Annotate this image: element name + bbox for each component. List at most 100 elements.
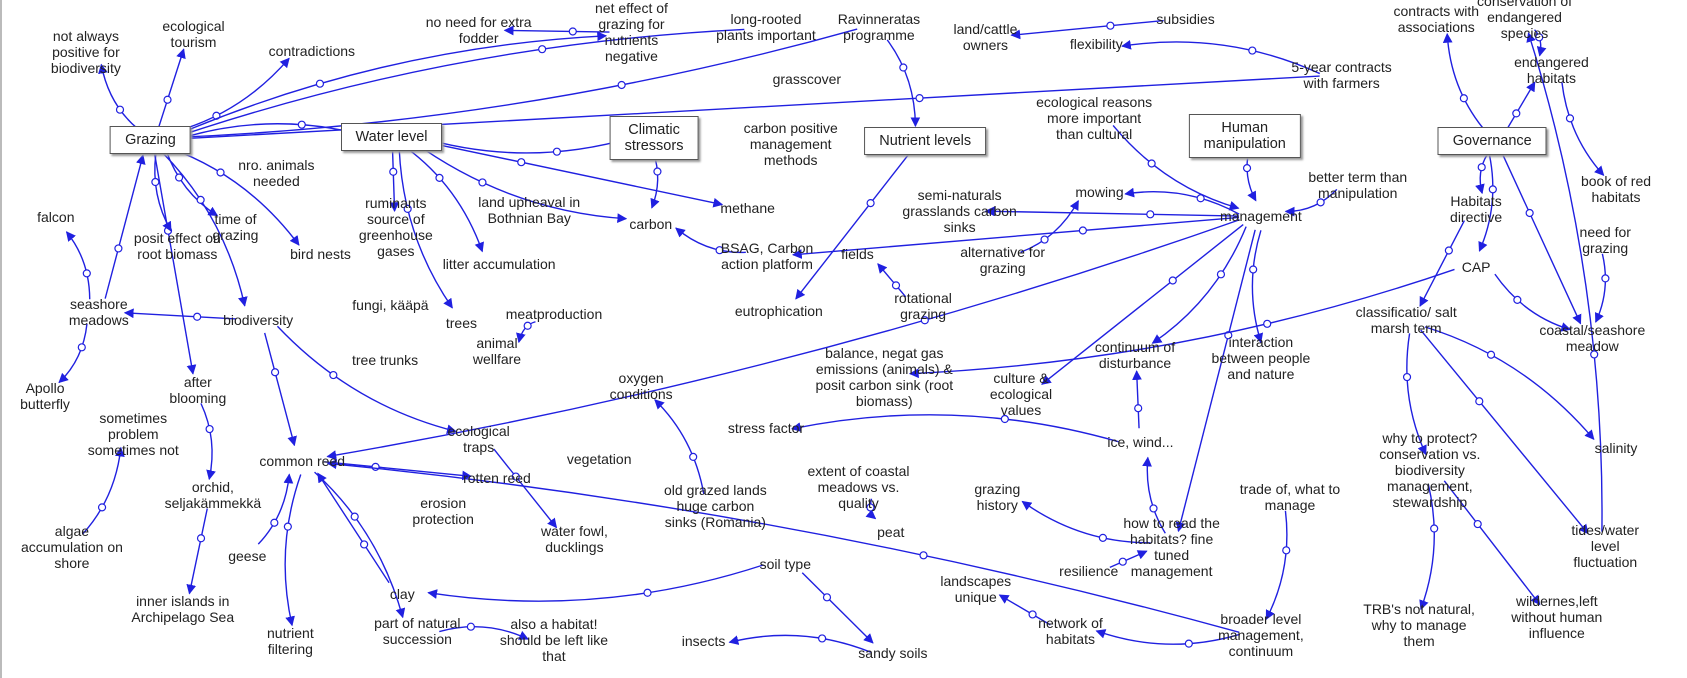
edge-soiltype-to-clay[interactable] [427,564,764,602]
edge-management-to-culture[interactable] [1041,224,1244,385]
node-tides[interactable]: tides/water level fluctuation [1571,521,1640,570]
node-biodiversity[interactable]: biodiversity [223,311,294,328]
edge-handle-icon[interactable] [371,462,380,471]
edge-handle-icon[interactable] [163,95,172,104]
node-fiveyear[interactable]: 5-year contracts with farmers [1291,59,1392,92]
node-welfare[interactable]: animal wellfare [472,334,522,367]
edge-handle-icon[interactable] [1040,235,1049,244]
edge-howto-to-ice[interactable] [1142,456,1166,534]
node-fungi[interactable]: fungi, kääpä [352,296,429,313]
edge-nutrient-to-eutrophication[interactable] [795,151,912,300]
edge-ecoreasons-to-management[interactable] [1112,125,1240,211]
edge-handle-icon[interactable] [329,370,338,380]
edge-ravinneratas-to-nutrient[interactable] [886,39,921,128]
edge-network-to-landscapes[interactable] [998,594,1051,626]
node-ecoreasons[interactable]: ecological reasons more important than c… [1036,94,1153,143]
edge-handle-icon[interactable] [1477,163,1486,172]
edge-handle-icon[interactable] [1565,114,1575,123]
edge-handle-icon[interactable] [478,178,487,187]
edge-handle-icon[interactable] [552,147,562,156]
node-ice[interactable]: ice, wind... [1107,434,1174,451]
edge-whyprotect-to-trb[interactable] [1419,484,1435,611]
edge-handle-icon[interactable] [196,195,205,205]
node-betterterm[interactable]: better term than manipulation [1308,169,1408,202]
node-bsag[interactable]: BSAG, Carbon action platform [720,240,814,273]
node-oldgrazed[interactable]: old grazed lands huge carbon sinks (Roma… [664,481,767,530]
node-ruminants[interactable]: ruminants source of greenhouse gases [358,195,433,260]
edge-waterlevel-to-carbon[interactable] [411,140,628,224]
node-extent[interactable]: extent of coastal meadows vs. quality [807,463,910,512]
edge-handle-icon[interactable] [866,503,875,512]
edge-handle-icon[interactable] [175,173,184,182]
node-methane[interactable]: methane [720,199,775,216]
edge-classif-to-tides[interactable] [1420,329,1589,535]
edge-afterblooming-to-orchid[interactable] [200,403,216,481]
edge-cap-to-balance[interactable] [908,268,1455,379]
edge-needgrazing-to-coastal[interactable] [1594,253,1607,323]
edge-whyprotect-to-wilderness[interactable] [1443,480,1541,606]
node-sandy[interactable]: sandy soils [858,645,928,662]
edge-handle-icon[interactable] [899,63,908,72]
edge-handle-icon[interactable] [1488,185,1497,194]
edge-handle-icon[interactable] [1444,246,1453,255]
edge-biodiversity-to-commonreed[interactable] [263,332,297,447]
edge-handle-icon[interactable] [435,173,444,182]
edge-management-to-howto[interactable] [1175,229,1256,533]
edge-handle-icon[interactable] [403,204,412,213]
node-meat[interactable]: meatproduction [505,306,603,323]
edge-handle-icon[interactable] [1430,524,1439,533]
edge-fiveyear-to-flexibility[interactable] [1121,39,1321,75]
edge-handle-icon[interactable] [1149,504,1158,513]
edge-governance-to-coastal[interactable] [1501,153,1582,325]
edge-tradeoff-to-broader[interactable] [1265,510,1288,621]
edge-handle-icon[interactable] [1590,350,1599,359]
node-trees[interactable]: trees [445,314,477,331]
edge-handle-icon[interactable] [1601,274,1610,283]
edge-biodiversity-to-ecotraps[interactable] [276,325,457,434]
node-neteffect[interactable]: net effect of grazing for nutrients nega… [595,0,668,65]
edge-handle-icon[interactable] [1078,226,1087,235]
edge-oldgrazed-to-oxygen[interactable] [654,399,705,494]
node-seashore[interactable]: seashore meadows [68,296,129,329]
node-commonreed[interactable]: common reed [259,452,345,469]
node-network[interactable]: network of habitats [1038,614,1103,647]
edge-governance-to-contracts[interactable] [1442,32,1484,129]
edge-handle-icon[interactable] [360,540,369,549]
edge-handle-icon[interactable] [1147,159,1156,168]
node-endangered[interactable]: endangered habitats [1514,53,1589,86]
node-rotten[interactable]: rotten reed [463,469,531,486]
edge-cap-to-coastal[interactable] [1494,273,1572,332]
node-oxygen[interactable]: oxygen conditions [609,370,673,403]
node-inner[interactable]: inner islands in Archipelago Sea [131,593,235,626]
node-longrooted[interactable]: long-rooted plants important [716,10,816,43]
node-notalways[interactable]: not always positive for biodiversity [50,27,121,76]
edge-grazing-to-biodiversity[interactable] [161,151,248,307]
node-altgrazing[interactable]: alternative for grazing [960,244,1046,277]
edge-handle-icon[interactable] [1513,295,1522,304]
edge-ravinneratas-to-grazing[interactable] [175,28,858,142]
edge-handle-icon[interactable] [115,105,125,114]
edge-handle-icon[interactable] [1000,414,1009,424]
edge-handle-icon[interactable] [1216,270,1226,279]
edge-algae-to-sometimes[interactable] [81,446,125,535]
node-treetrunks[interactable]: tree trunks [351,352,419,369]
edge-handle-icon[interactable] [1473,519,1482,529]
edge-broader-to-commonreed[interactable] [326,459,1240,634]
node-grasscover[interactable]: grasscover [772,70,842,87]
node-interaction[interactable]: interaction between people and nature [1211,334,1311,383]
edge-orchid-to-inner[interactable] [186,508,208,595]
node-soiltype[interactable]: soil type [759,555,811,572]
edge-management-to-commonreed[interactable] [326,219,1240,460]
edge-handle-icon[interactable] [538,45,547,54]
node-grazhistory[interactable]: grazing history [974,481,1021,514]
edge-management-to-mowing[interactable] [1124,187,1240,215]
node-subsidies[interactable]: subsidies [1156,11,1215,28]
edge-handle-icon[interactable] [196,534,206,543]
edge-management-to-seminat[interactable] [984,206,1239,217]
edge-handle-icon[interactable] [866,199,875,208]
edge-grazing-to-notalways[interactable] [98,63,138,130]
edge-handle-icon[interactable] [653,167,662,176]
node-balance[interactable]: balance, negat gas emissions (animals) &… [815,344,954,409]
node-falcon[interactable]: falcon [37,209,75,226]
node-contracts[interactable]: contracts with associations [1393,3,1480,36]
